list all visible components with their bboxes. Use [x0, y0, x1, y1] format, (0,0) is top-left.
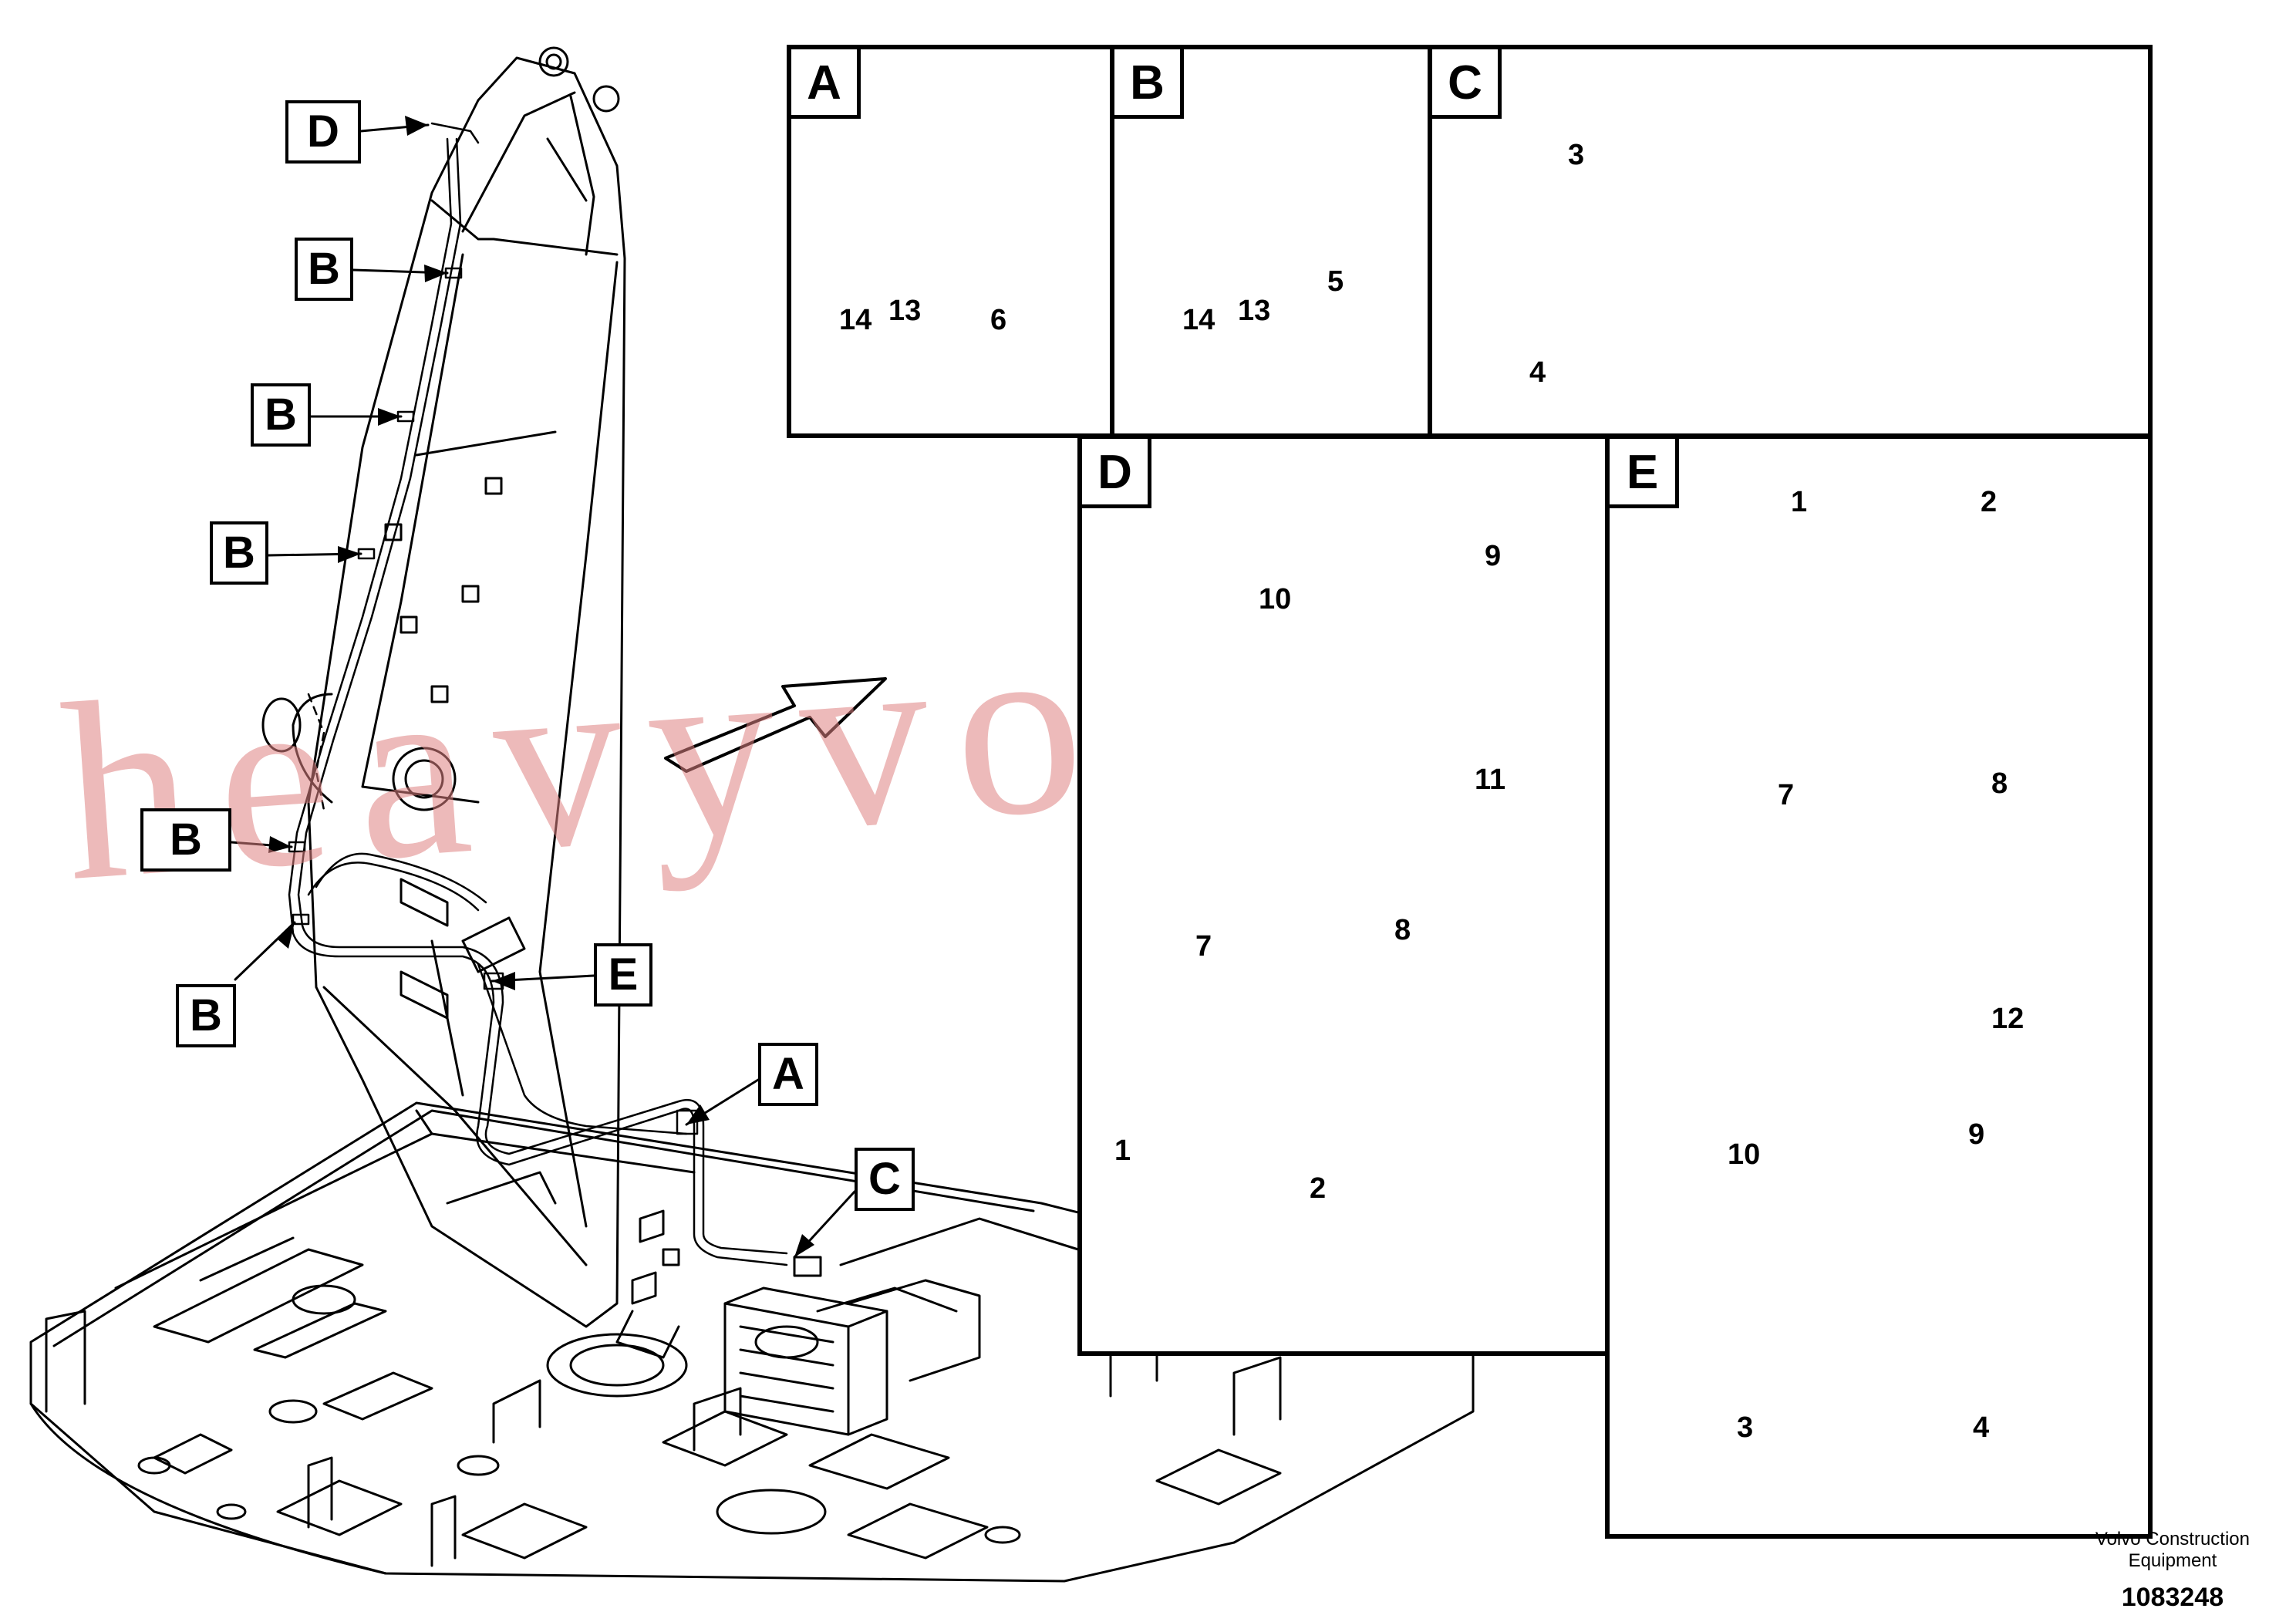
hose-routing	[288, 122, 788, 1266]
control-valve	[723, 1256, 981, 1436]
panel-e-tag: E	[1610, 439, 1679, 508]
part-number-5: 5	[1327, 265, 1344, 298]
part-number-2: 2	[1310, 1172, 1327, 1205]
callout-b-4: B	[140, 808, 231, 872]
part-number-11: 11	[1475, 764, 1506, 796]
callout-b-5: B	[176, 984, 236, 1047]
part-number-14: 14	[1182, 304, 1215, 336]
part-number-3: 3	[1568, 139, 1585, 171]
part-number-8: 8	[1991, 767, 2008, 800]
boom	[261, 46, 680, 1359]
part-number-14: 14	[839, 304, 872, 336]
panel-d-tag: D	[1082, 439, 1151, 508]
part-number-1: 1	[1791, 486, 1808, 518]
detail-panel-b: B 14 13 5	[1110, 45, 1432, 438]
footer: Volvo Construction Equipment 1083248	[2095, 1529, 2250, 1613]
part-number-3: 3	[1737, 1411, 1754, 1444]
part-number-10: 10	[1259, 583, 1292, 615]
part-number-4: 4	[1529, 356, 1546, 389]
part-number-9: 9	[1485, 540, 1502, 572]
detail-panel-a: A 14 13 6	[787, 45, 1114, 438]
manufacturer-line-2: Equipment	[2128, 1550, 2217, 1571]
detail-panel-d: D	[1077, 434, 1610, 1356]
part-number-1: 1	[1114, 1135, 1131, 1167]
part-number-8: 8	[1394, 914, 1411, 946]
detail-panel-c: C 3 4	[1428, 45, 2153, 438]
callout-b-3: B	[210, 521, 268, 585]
part-number-13: 13	[888, 295, 922, 327]
manufacturer-line-1: Volvo Construction	[2095, 1529, 2250, 1549]
callout-e: E	[594, 943, 652, 1007]
callout-a: A	[758, 1043, 818, 1106]
callout-b-2: B	[251, 383, 311, 447]
part-number-10: 10	[1728, 1138, 1761, 1171]
part-number-7: 7	[1195, 930, 1212, 963]
part-number-13: 13	[1238, 295, 1271, 327]
callout-d: D	[285, 100, 361, 164]
panel-b-tag: B	[1114, 49, 1184, 119]
view-direction-arrow	[664, 677, 887, 773]
detail-panel-e: E	[1605, 434, 2153, 1539]
part-number-6: 6	[990, 304, 1007, 336]
part-number-7: 7	[1778, 779, 1795, 811]
callout-b-1: B	[295, 238, 353, 301]
panel-a-tag: A	[791, 49, 861, 119]
part-number-12: 12	[1991, 1003, 2025, 1035]
part-number-2: 2	[1981, 486, 1998, 518]
part-number-9: 9	[1968, 1118, 1985, 1151]
part-number-4: 4	[1973, 1411, 1990, 1444]
panel-c-tag: C	[1432, 49, 1502, 119]
callout-c: C	[855, 1148, 915, 1211]
drawing-number: 1083248	[2121, 1583, 2224, 1612]
